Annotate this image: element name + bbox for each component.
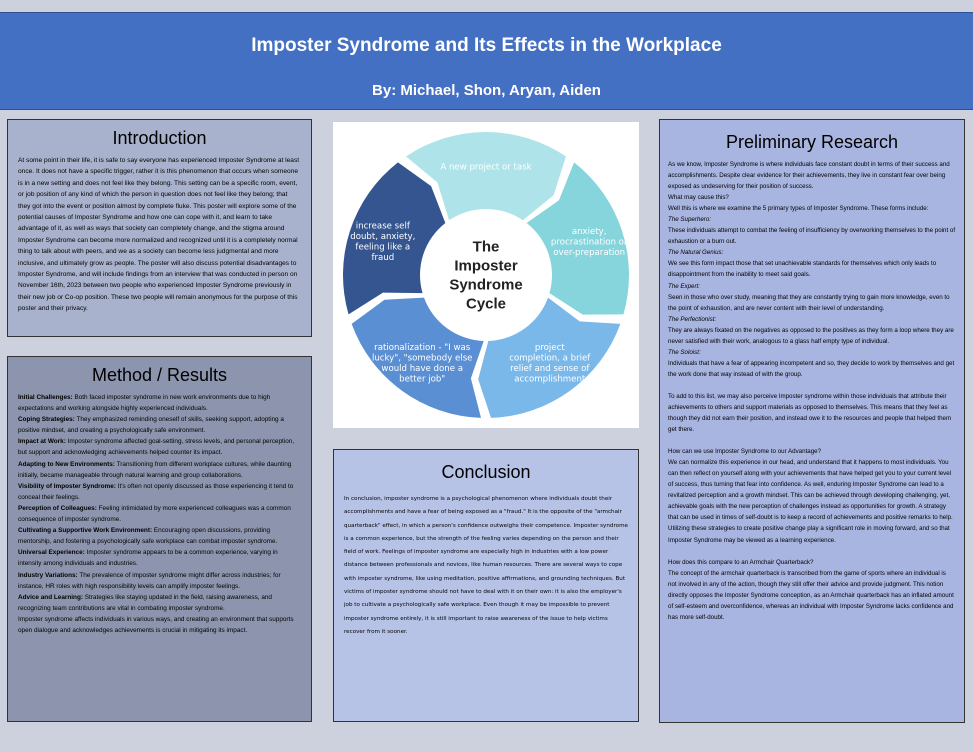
imposter-type-desc: Individuals that have a fear of appearin… xyxy=(668,359,955,378)
method-results-panel: Method / Results Initial Challenges: Bot… xyxy=(7,356,312,722)
method-item-text: Imposter syndrome appears to be a common… xyxy=(18,549,278,568)
cycle-segment-line: feeling like a xyxy=(355,243,410,253)
cycle-segment xyxy=(526,162,629,315)
cycle-segment-line: accomplishment xyxy=(514,375,586,385)
research-attribution: To add to this list, we may also perceiv… xyxy=(668,392,952,434)
preliminary-research-panel: Preliminary Research As we know, Imposte… xyxy=(659,119,965,723)
method-item-label: Industry Variations: xyxy=(18,571,78,579)
method-item-text: Transitioning from different workplace c… xyxy=(18,460,292,479)
research-question-advantage: How can we use Imposter Syndrome to our … xyxy=(668,448,822,456)
cycle-segment-line: doubt, anxiety, xyxy=(350,232,415,242)
cycle-segment-label: A new project or task xyxy=(440,163,531,173)
cycle-segment-line: lucky", "somebody else xyxy=(372,354,473,364)
cycle-segment-line: over-preparation xyxy=(553,248,625,258)
research-intro: As we know, Imposter Syndrome is where i… xyxy=(668,161,950,191)
cycle-center-line: Cycle xyxy=(466,296,506,313)
cycle-segment-line: A new project or task xyxy=(440,163,531,173)
method-item-text: They emphasized reminding oneself of ski… xyxy=(18,416,284,435)
cycle-segment xyxy=(406,132,566,221)
cycle-segment-line: anxiety, xyxy=(572,227,607,237)
method-list: Initial Challenges: Both faced imposter … xyxy=(18,392,301,614)
method-item: Coping Strategies: They emphasized remin… xyxy=(18,414,301,436)
cycle-segment-line: fraud xyxy=(371,253,394,263)
imposter-types-list: The Superhero: These individuals attempt … xyxy=(668,214,956,380)
research-question-cause: What may cause this? xyxy=(668,194,729,202)
cycle-segment xyxy=(343,162,446,315)
cycle-center-line: The xyxy=(473,239,500,256)
cycle-segment-line: completion, a brief xyxy=(509,354,591,364)
research-heading: Preliminary Research xyxy=(725,132,899,152)
cycle-segment-line: relief and sense of xyxy=(510,364,590,374)
cycle-segment-line: increase self xyxy=(356,222,411,232)
cycle-segment-line: rationalization - "I was xyxy=(374,343,471,353)
method-item-label: Visibility of Imposter Syndrome: xyxy=(18,482,116,490)
imposter-type-desc: They are always fixated on the negatives… xyxy=(668,326,954,345)
method-item: Perception of Colleagues: Feeling intimi… xyxy=(18,503,301,525)
imposter-type-desc: We see this form impact those that set u… xyxy=(668,260,937,279)
method-item-text: It's often not openly discussed as those… xyxy=(18,482,294,501)
research-armchair-body: The concept of the armchair quarterback … xyxy=(668,569,954,621)
cycle-segment-line: better job" xyxy=(399,375,445,385)
method-item: Adapting to New Environments: Transition… xyxy=(18,459,301,481)
introduction-heading: Introduction xyxy=(112,128,207,148)
method-item: Initial Challenges: Both faced imposter … xyxy=(18,392,301,414)
cycle-segment-line: procrastination or xyxy=(551,237,628,247)
cycle-center-line: Syndrome xyxy=(449,277,522,294)
cycle-segment-line: project xyxy=(535,343,565,353)
method-item: Industry Variations: The prevalence of i… xyxy=(18,570,301,592)
method-item: Impact at Work: Imposter syndrome affect… xyxy=(18,436,301,458)
method-item: Universal Experience: Imposter syndrome … xyxy=(18,547,301,569)
introduction-panel: Introduction At some point in their life… xyxy=(7,119,312,337)
imposter-cycle-diagram: A new project or task anxiety,procrastina… xyxy=(333,122,639,428)
method-item-label: Universal Experience: xyxy=(18,549,85,557)
method-heading: Method / Results xyxy=(91,365,228,385)
method-item: Visibility of Imposter Syndrome: It's of… xyxy=(18,481,301,503)
cycle-segment-line: would have done a xyxy=(381,364,463,374)
imposter-type-name: The Superhero: xyxy=(668,216,711,224)
method-item-label: Initial Challenges: xyxy=(18,394,73,401)
poster-header: Imposter Syndrome and Its Effects in the… xyxy=(0,12,973,110)
method-item-label: Impact at Work: xyxy=(18,438,66,446)
poster-title: Imposter Syndrome and Its Effects in the… xyxy=(251,35,722,56)
imposter-type-name: The Perfectionist: xyxy=(668,315,717,323)
method-item-label: Cultivating a Supportive Work Environmen… xyxy=(18,527,153,535)
method-item-label: Coping Strategies: xyxy=(18,416,75,424)
method-item-label: Advice and Learning: xyxy=(18,593,83,601)
conclusion-panel: Conclusion In conclusion, imposter syndr… xyxy=(333,449,639,722)
cycle-segment xyxy=(351,297,484,418)
method-item-text: Strategies like staying updated in the f… xyxy=(18,593,272,612)
method-item-label: Perception of Colleagues: xyxy=(18,504,97,512)
imposter-type-desc: Seen in those who over study, meaning th… xyxy=(668,293,950,312)
cycle-segment xyxy=(478,297,621,418)
cycle-center xyxy=(426,215,546,335)
method-item-text: Imposter syndrome affected goal-setting,… xyxy=(18,438,295,457)
method-item-label: Adapting to New Environments: xyxy=(18,460,115,468)
method-item: Advice and Learning: Strategies like sta… xyxy=(18,592,301,614)
imposter-type-name: The Natural Genius: xyxy=(668,249,724,257)
cycle-svg: A new project or task anxiety,procrastina… xyxy=(343,132,629,418)
method-item-text: The prevalence of imposter syndrome migh… xyxy=(18,571,281,590)
method-item-text: Encouraging open discussions, providing … xyxy=(18,527,278,546)
research-types-intro: Well this is where we examine the 5 prim… xyxy=(668,205,929,213)
conclusion-heading: Conclusion xyxy=(441,462,531,482)
imposter-type-name: The Soloist: xyxy=(668,348,701,356)
research-advantage-body: We can normalize this experience in our … xyxy=(668,459,953,544)
research-question-armchair: How does this compare to an Armchair Qua… xyxy=(668,558,814,566)
method-closing: Imposter syndrome affects individuals in… xyxy=(18,615,294,634)
method-item: Cultivating a Supportive Work Environmen… xyxy=(18,525,301,547)
method-item-text: Feeling intimidated by more experienced … xyxy=(18,504,291,524)
poster-authors: By: Michael, Shon, Aryan, Aiden xyxy=(372,82,601,99)
imposter-type-desc: These individuals attempt to combat the … xyxy=(668,227,956,246)
imposter-type-name: The Expert: xyxy=(668,282,700,290)
conclusion-body: In conclusion, imposter syndrome is a ps… xyxy=(344,496,628,635)
cycle-center-line: Imposter xyxy=(454,258,518,275)
introduction-body: At some point in their life, it is safe … xyxy=(18,157,300,313)
method-item-text: Both faced imposter syndrome in new work… xyxy=(18,394,271,413)
